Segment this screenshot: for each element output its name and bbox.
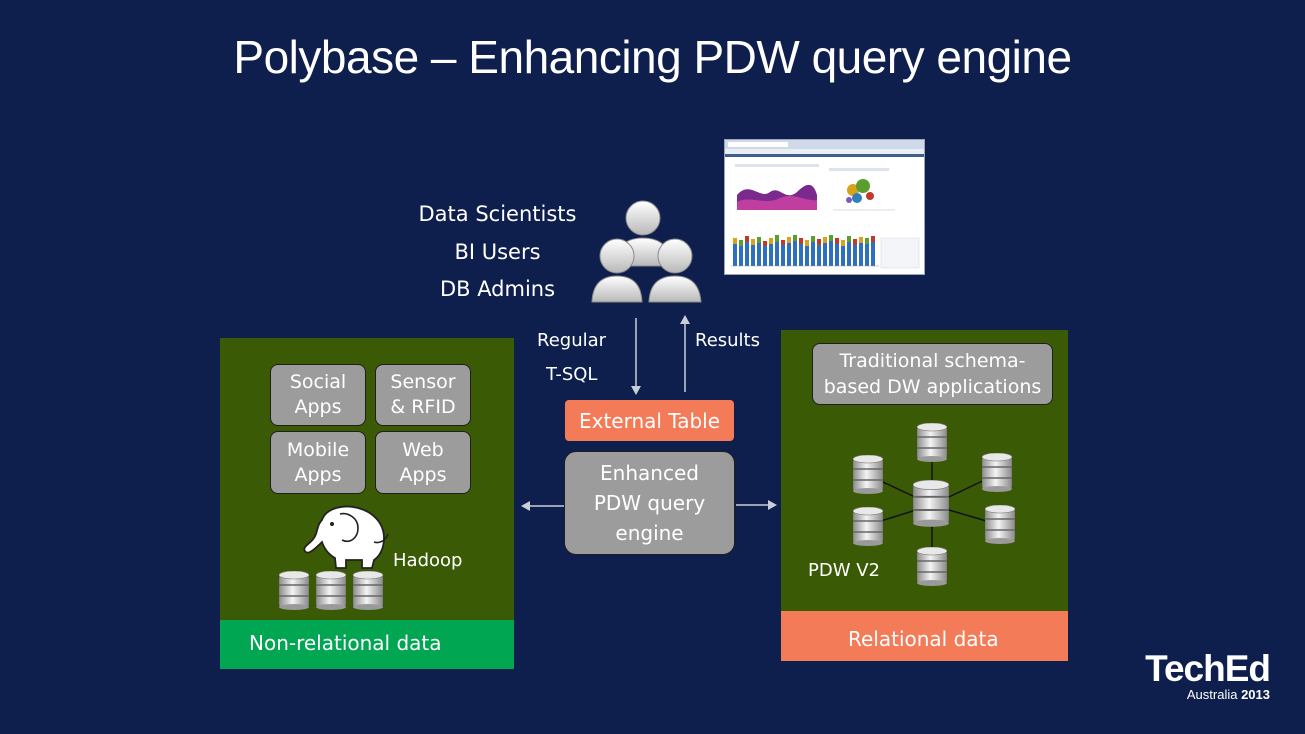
chip-traditional-dw-apps: Traditional schema- based DW application… [812, 343, 1053, 405]
role-data-scientists: Data Scientists [418, 202, 577, 226]
engine-label-line2: PDW query [593, 491, 706, 515]
relational-footer: Relational data [781, 611, 1068, 661]
role-bi-users: BI Users [454, 239, 541, 264]
chip-web-apps-line1: Web [402, 438, 444, 461]
chip-traditional-line1: Traditional schema- [839, 350, 1026, 372]
regular-tsql-label-line2: T-SQL [546, 364, 598, 385]
role-db-admins: DB Admins [439, 277, 556, 301]
non-relational-label: Non-relational data [249, 631, 442, 655]
teched-logo-sub-light: Australia [1186, 687, 1238, 702]
chip-sensor-rfid-line1: Sensor [390, 371, 456, 393]
chip-social-apps: Social Apps [270, 364, 366, 426]
external-table-label: External Table [578, 408, 721, 433]
relational-label: Relational data [848, 627, 999, 651]
pdw-node-lower-right [985, 505, 1015, 545]
query-down-arrow [631, 318, 641, 395]
external-table-box: External Table [565, 400, 734, 441]
chip-traditional-line2: based DW applications [823, 376, 1042, 398]
non-relational-footer: Non-relational data [220, 620, 514, 669]
slide-title: Polybase – Enhancing PDW query engine [233, 31, 1072, 83]
hadoop-database-icon-3 [353, 571, 383, 611]
users-group-icon [591, 200, 702, 303]
chip-mobile-apps-line1: Mobile [286, 438, 350, 461]
results-label: Results [695, 330, 760, 351]
chip-web-apps: Web Apps [375, 431, 471, 494]
results-up-arrow [680, 315, 690, 392]
hadoop-elephant-icon [303, 505, 389, 569]
engine-label-line3: engine [615, 521, 684, 545]
teched-logo: TechEd Australia 2013 [1130, 648, 1271, 702]
regular-tsql-label-line1: Regular [537, 330, 607, 351]
engine-to-hadoop-arrow [521, 501, 564, 511]
chip-sensor-rfid: Sensor & RFID [375, 364, 471, 426]
pdw-query-engine-box: Enhanced PDW query engine [564, 451, 735, 555]
pdw-control-node [913, 480, 949, 528]
bi-dashboard-thumbnail [724, 139, 925, 275]
engine-to-pdw-arrow [736, 500, 777, 510]
chip-social-apps-line2: Apps [294, 396, 342, 418]
pdw-node-top [917, 423, 947, 463]
chip-sensor-rfid-line2: & RFID [390, 396, 456, 418]
chip-mobile-apps-line2: Apps [294, 463, 342, 486]
pdw-v2-label: PDW V2 [808, 560, 880, 581]
hadoop-database-icon-2 [316, 571, 346, 611]
engine-label-line1: Enhanced [600, 461, 699, 485]
user-roles-list: Data Scientists BI Users DB Admins [400, 196, 595, 309]
teched-logo-sub-bold: 2013 [1241, 687, 1270, 702]
pdw-node-upper-left [853, 455, 883, 495]
pdw-node-bottom [917, 547, 947, 587]
chip-social-apps-line1: Social [289, 371, 347, 393]
hadoop-database-icon-1 [279, 571, 309, 611]
teched-logo-main: TechEd [1145, 648, 1271, 689]
pdw-node-lower-left [853, 507, 883, 547]
chip-mobile-apps: Mobile Apps [270, 431, 366, 494]
hadoop-label: Hadoop [393, 550, 463, 571]
dashboard-image [725, 140, 924, 269]
chip-web-apps-line2: Apps [399, 463, 447, 486]
pdw-node-upper-right [982, 453, 1012, 493]
